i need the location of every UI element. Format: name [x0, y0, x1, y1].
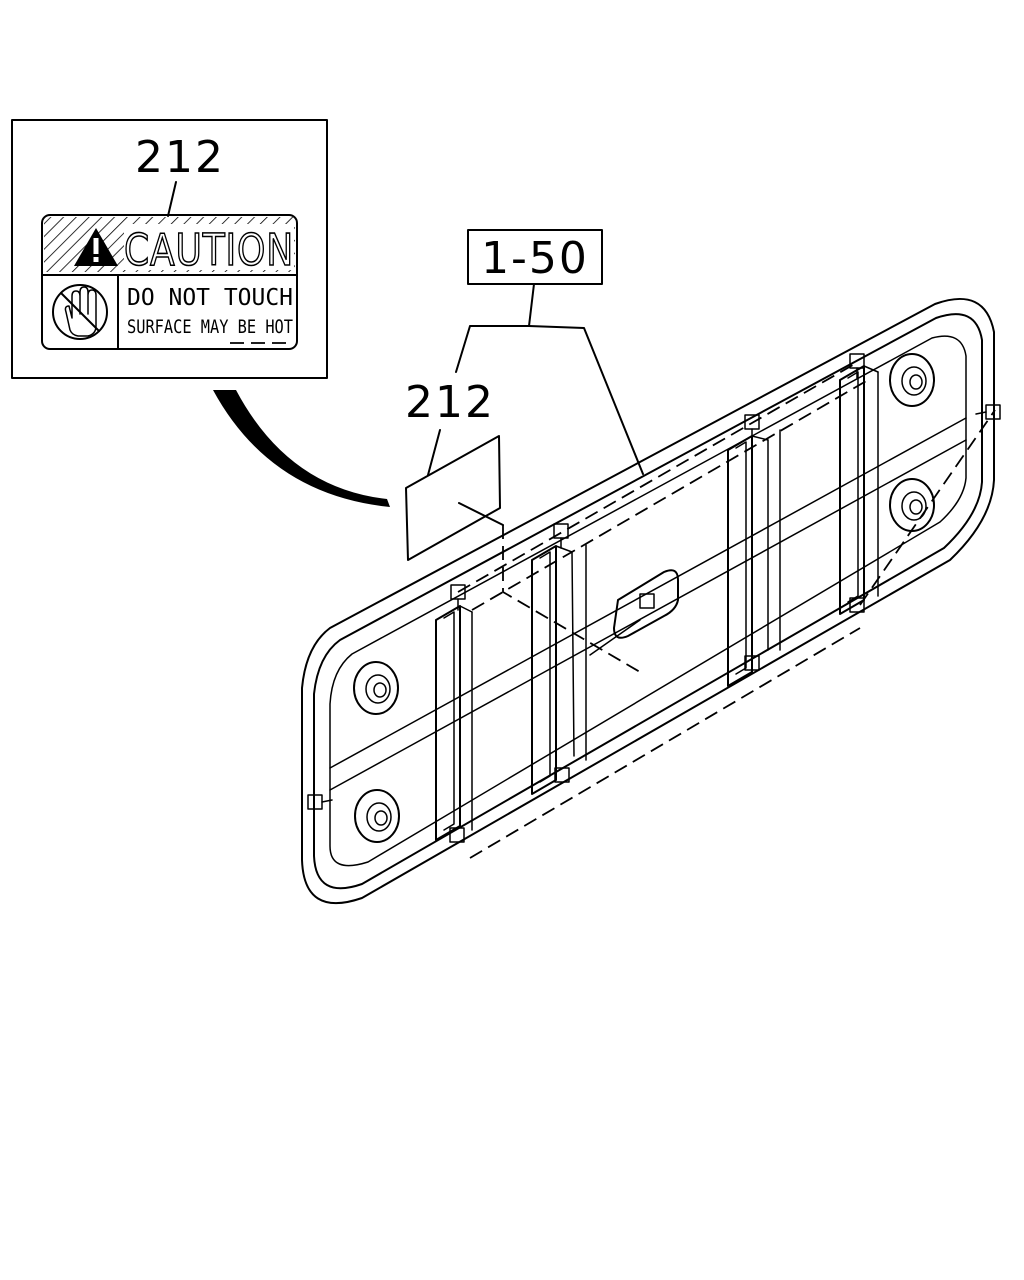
no-touch-hand-icon [52, 284, 108, 340]
label-header-text: CAUTION [124, 225, 294, 276]
bolt-7 [744, 655, 760, 671]
label-line-1: DO NOT TOUCH [127, 285, 293, 311]
part-212-label: 212 [405, 377, 641, 673]
bolt-10 [307, 794, 333, 810]
detail-arrow [213, 390, 390, 507]
bolt-2 [553, 523, 569, 549]
detail-view: 212 CAUTION DO NOT TOUCH SURFACE MAY BE … [11, 119, 328, 379]
caution-label: CAUTION DO NOT TOUCH SURFACE MAY BE HOT [41, 214, 298, 350]
bracket-3 [727, 429, 781, 687]
bolt-3 [744, 414, 760, 439]
bolt-4 [849, 353, 865, 379]
bolt-11 [975, 404, 1001, 420]
panel-inner-rim [313, 313, 983, 890]
bracket-4 [839, 365, 879, 615]
panel-outer-rim [301, 297, 995, 905]
reference-leader-left [455, 283, 535, 373]
detail-part-number: 212 [135, 132, 225, 183]
reference-leader-right [528, 325, 644, 475]
detail-leader-line [167, 181, 177, 217]
assembly-reference: 1-50 [455, 229, 644, 475]
bottom-edge-line [469, 627, 861, 859]
bolt-5 [449, 827, 465, 843]
bolt-8 [849, 597, 865, 613]
part-number-212: 212 [405, 377, 495, 428]
part-212-leader [427, 429, 441, 476]
right-bar-line [859, 409, 996, 606]
center-slot-plate [589, 569, 679, 656]
bolt-6 [554, 767, 570, 783]
warning-triangle-icon [74, 228, 118, 266]
reference-number: 1-50 [481, 233, 589, 284]
bolt-1 [450, 584, 466, 611]
label-sheet [405, 435, 501, 561]
top-bar-line [457, 361, 859, 593]
label-position-line [458, 502, 504, 526]
label-line-2: SURFACE MAY BE HOT [127, 316, 293, 338]
bracket-2 [531, 544, 587, 795]
mount-hole-2 [354, 789, 400, 843]
top-bar-line-2 [471, 379, 869, 611]
mount-hole-4 [889, 478, 935, 532]
panel-recess [329, 335, 967, 867]
mount-hole-3 [889, 353, 935, 407]
label-outline [41, 214, 298, 350]
label-header-bg [124, 224, 294, 270]
detail-frame [11, 119, 328, 379]
mount-hole-1 [353, 661, 399, 715]
heat-shield-panel [301, 297, 1001, 905]
bracket-1 [435, 605, 473, 841]
bolt-9 [639, 593, 655, 609]
